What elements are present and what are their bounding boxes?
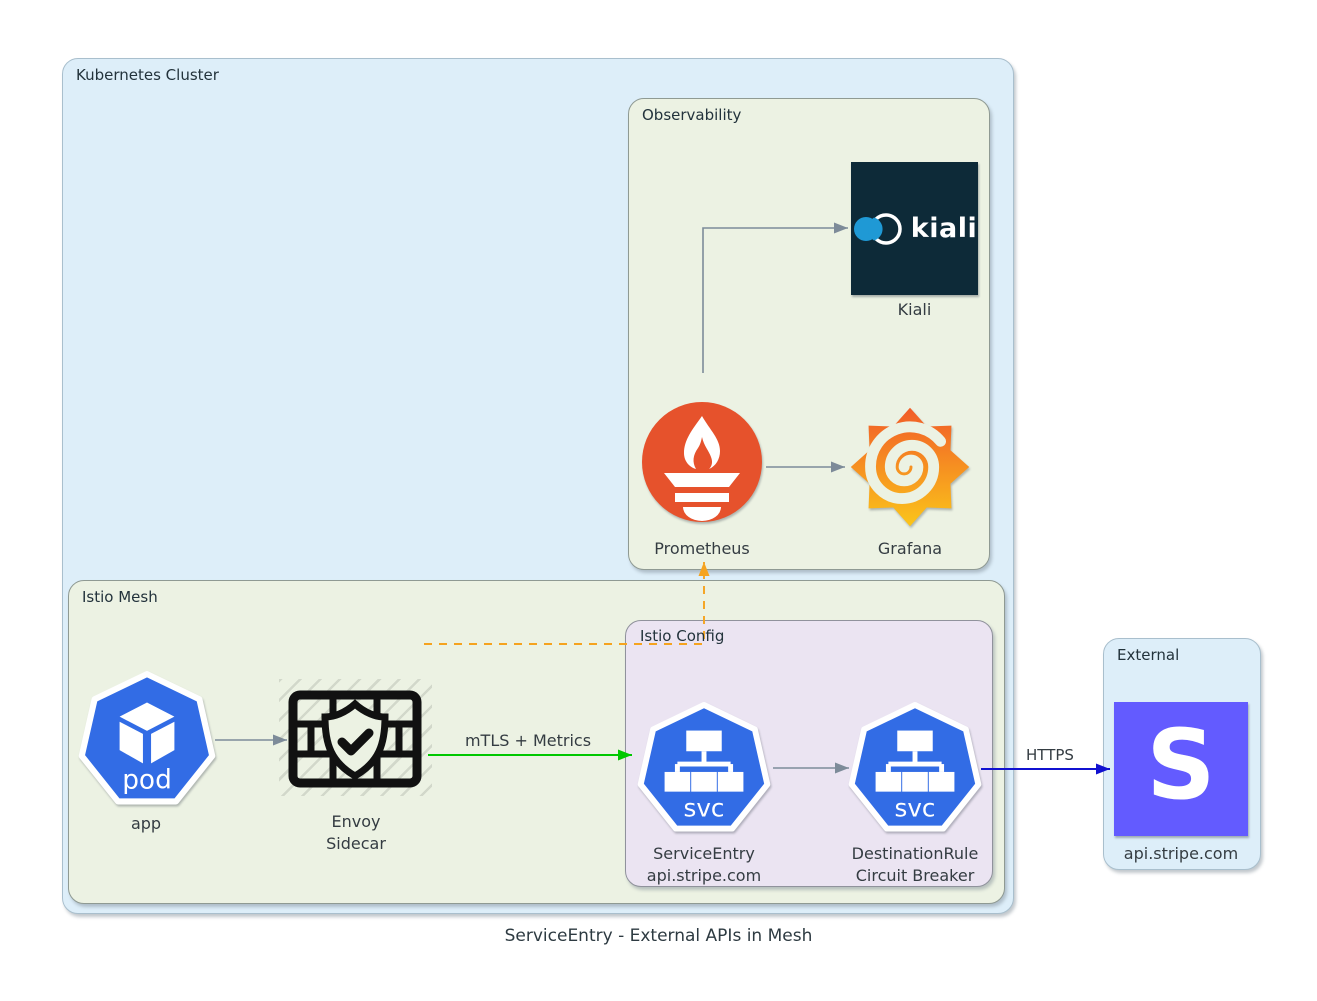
kiali-logo: kiali [851,162,978,295]
service-entry-label-line2: api.stripe.com [604,866,804,885]
stripe-logo-text: S [1146,717,1215,813]
stripe-api-label: api.stripe.com [1103,844,1259,863]
destination-rule-label-line1: DestinationRule [815,844,1015,863]
destination-rule-icon-text: svc [895,793,936,822]
cluster-observability-label: Observability [642,106,741,124]
kiali-logo-text: kiali [911,213,977,244]
app-label: app [76,814,216,833]
prometheus-label: Prometheus [627,539,777,558]
mtls-edge-label: mTLS + Metrics [430,731,626,750]
envoy-label-line1: Envoy [286,812,426,831]
envoy-firewall-icon [288,690,422,788]
pod-icon: pod [78,670,216,808]
cluster-istio-config-label: Istio Config [640,627,724,645]
https-edge-label: HTTPS [1000,746,1100,764]
pod-icon-text: pod [122,766,172,796]
service-entry-icon-text: svc [684,793,725,822]
service-entry-icon: svc [637,701,771,835]
cluster-kubernetes-label: Kubernetes Cluster [76,66,219,84]
grafana-label: Grafana [845,539,975,558]
envoy-label-line2: Sidecar [286,834,426,853]
grafana-icon [845,394,975,540]
cluster-external-label: External [1117,646,1179,664]
stripe-logo: S [1114,702,1248,836]
kiali-circles-icon [852,211,904,247]
prometheus-icon [640,400,764,524]
destination-rule-icon: svc [848,701,982,835]
diagram-caption: ServiceEntry - External APIs in Mesh [0,926,1317,946]
destination-rule-label-line2: Circuit Breaker [815,866,1015,885]
cluster-istio-mesh-label: Istio Mesh [82,588,158,606]
service-entry-label-line1: ServiceEntry [604,844,804,863]
kiali-label: Kiali [851,300,978,319]
